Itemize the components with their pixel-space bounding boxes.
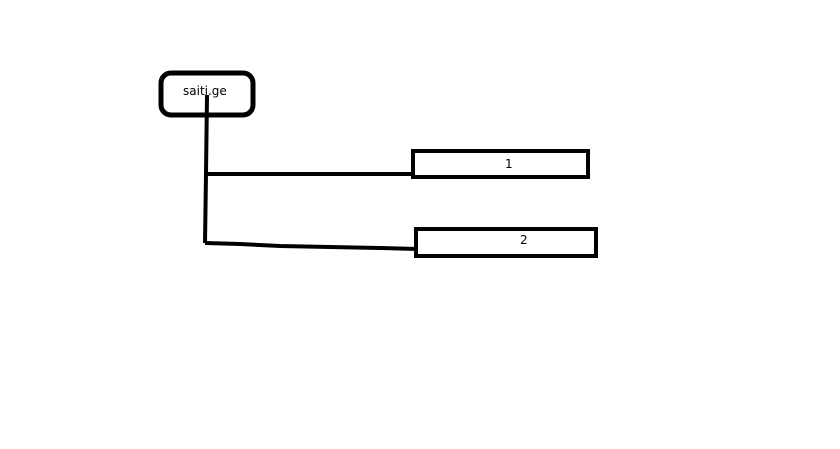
child-node-2-label: 2 bbox=[520, 233, 528, 247]
child-node-1-label: 1 bbox=[505, 157, 513, 171]
child-node-1-box bbox=[411, 149, 590, 179]
connector-to-node-2 bbox=[204, 241, 418, 251]
root-node-label: saiti.ge bbox=[183, 84, 227, 98]
child-node-2-box bbox=[414, 227, 598, 258]
trunk-connector bbox=[203, 94, 209, 244]
